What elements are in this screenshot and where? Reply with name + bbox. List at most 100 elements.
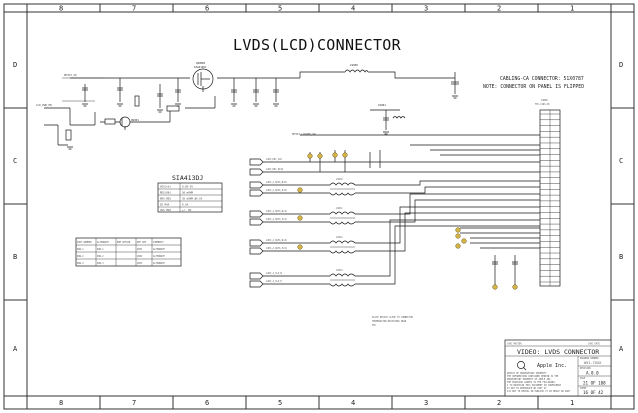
- tb-notice-4: I TO MAINTAIN THIS DOCUMENT IN CONFIDENC…: [507, 384, 562, 387]
- choke-l9x11-label: L9X11: [336, 207, 343, 210]
- zone-right-A: A: [619, 345, 624, 353]
- zone-top-6: 6: [205, 5, 209, 13]
- chip-row-1-val: 30 mOHM: [182, 191, 193, 195]
- chip-row-2-key: MAX.RDS: [160, 197, 171, 201]
- bottom-note-1: TERMINATION RESISTORS NEAR: [372, 320, 407, 323]
- choke-l9x12-label: L9X12: [336, 236, 343, 239]
- label-pp3v3-lcdvdd: PP3V3_LCDVDD_SW: [292, 132, 316, 136]
- alt-r0c0: ROW-1: [77, 248, 84, 251]
- chip-row-2-val: 35 mOHM @4.5V: [182, 197, 203, 201]
- zone-bottom-1: 1: [570, 399, 574, 407]
- zone-top-8: 8: [59, 5, 63, 13]
- inductor-l9x01-label: L9X01: [378, 103, 386, 107]
- note-flip: NOTE: CONNECTOR ON PANEL IS FLIPPED: [483, 84, 584, 90]
- alt-r1c1: ROW-2: [97, 255, 104, 258]
- fet-q9x01: [119, 116, 131, 130]
- zone-left-D: D: [13, 61, 17, 69]
- label-lcd-pwr-en: LCD_PWR_EN: [36, 103, 52, 107]
- zone-top-2: 2: [497, 5, 501, 13]
- net-a-data-n1: LVDS_A_DATA_N<1>: [266, 210, 288, 213]
- alt-r0c3: Q9X1: [137, 248, 143, 251]
- connector-ref: J9000: [541, 99, 548, 102]
- tb-drawing-label: DRAWING NUMBER: [580, 357, 599, 360]
- apple-logo-icon: [517, 361, 527, 371]
- power-switch-section: Q9X00 SIA413DJ Q9X01: [36, 61, 459, 150]
- zone-left-C: C: [13, 157, 17, 165]
- net-a-data-n0: LVDS_A_DATA_N<0>: [266, 181, 288, 184]
- net-a-clk-p: LVDS_A_CLK_P: [266, 280, 282, 283]
- choke-l9x11: [329, 211, 356, 225]
- label-pp3v3-s0: PP3V3_S0: [64, 73, 77, 77]
- alt-r2c1: ROW-3: [97, 262, 104, 265]
- choke-l9x10-label: L9X10: [336, 178, 343, 181]
- zone-right-D: D: [619, 61, 623, 69]
- zone-left-A: A: [13, 345, 18, 353]
- tb-sync-date: SYNC_DATE: [588, 343, 601, 346]
- zone-left-B: B: [13, 253, 17, 261]
- zone-bottom-6: 6: [205, 399, 209, 407]
- alt-r2c3: Q9X3: [137, 262, 143, 265]
- zone-bottom-7: 7: [132, 399, 136, 407]
- connector-pins: [540, 113, 560, 283]
- chip-row-4-val: +/- 8V: [182, 208, 192, 212]
- net-a-data-p2: LVDS_A_DATA_P<2>: [266, 247, 288, 250]
- alt-r2c4: ALTERNATE: [153, 262, 166, 265]
- choke-l9x12: [329, 240, 356, 254]
- resistor-r4: [65, 129, 72, 141]
- connector-label: FPC-LVDS-30: [535, 103, 550, 106]
- tb-notice-5: II NOT TO REPRODUCE OR COPY IT: [507, 387, 547, 390]
- tb-notice-2: PROPRIETARY PROPERTY OF APPLE INC.: [507, 378, 552, 381]
- tb-notice-0: NOTICE OF PROPRIETARY PROPERTY: [507, 372, 547, 375]
- bottom-note-2: FPC: [372, 324, 377, 327]
- zone-right-C: C: [619, 157, 623, 165]
- inductor-l9x01: [392, 116, 406, 119]
- choke-l9x13-label: L9X13: [336, 269, 343, 272]
- tb-company: Apple Inc.: [537, 363, 567, 369]
- inductor-l9x00-label: L9X00: [350, 63, 358, 67]
- zone-top-5: 5: [278, 5, 282, 13]
- chip-row-4-key: VGS MAX: [160, 208, 171, 212]
- alt-header-3: REF DES: [137, 241, 147, 244]
- zone-bottom-3: 3: [424, 399, 428, 407]
- sheet-title: LVDS(LCD)CONNECTOR: [233, 36, 402, 54]
- title-block: SYNC_MASTER SYNC_DATE VIDEO: LVDS CONNEC…: [504, 339, 612, 397]
- zone-bottom-5: 5: [278, 399, 282, 407]
- tb-sync-master: SYNC_MASTER: [507, 343, 522, 346]
- net-ddc-clk: LVDS_DDC_CLK: [266, 158, 282, 161]
- zone-top-1: 1: [570, 5, 574, 13]
- chip-name: SIA413DJ: [172, 174, 203, 182]
- tb-rev-label: REVISION: [580, 367, 591, 370]
- zone-top-4: 4: [351, 5, 355, 13]
- tb-rev-value: A.0.0: [586, 371, 599, 376]
- test-points: [297, 152, 518, 290]
- tb-page-value: 21 OF 108: [583, 381, 606, 386]
- choke-l9x10: [329, 182, 356, 196]
- fet-q9x01-label: Q9X01: [131, 118, 139, 122]
- alt-r1c3: Q9X2: [137, 255, 143, 258]
- lvds-connector-j9000: [539, 109, 561, 287]
- fet-q9x00: [192, 68, 214, 92]
- alt-r0c4: ALTERNATE: [153, 248, 166, 251]
- net-a-data-p1: LVDS_A_DATA_P<1>: [266, 218, 288, 221]
- zone-bottom-4: 4: [351, 399, 355, 407]
- resistor-r3: [134, 95, 140, 107]
- alternate-parts-table: PART NUMBER ALTERNATE BOM OPTION REF DES…: [75, 237, 182, 267]
- alt-r1c4: ALTERNATE: [153, 255, 166, 258]
- net-a-data-n2: LVDS_A_DATA_N<2>: [266, 239, 288, 242]
- alt-r1c0: ROW-2: [77, 255, 84, 258]
- tb-sheet-label: SHEET: [580, 387, 587, 390]
- zone-bottom-2: 2: [497, 399, 501, 407]
- tb-sheet-name: VIDEO: LVDS CONNECTOR: [517, 348, 599, 356]
- chip-row-3-key: ID MAX: [160, 203, 170, 207]
- chip-row-3-val: 6.5A: [182, 203, 189, 207]
- net-a-clk-n: LVDS_A_CLK_N: [266, 272, 282, 275]
- alt-header-4: COMMENTS: [153, 241, 164, 244]
- capacitor-row-1: [82, 81, 459, 121]
- alt-r0c1: ROW-1: [97, 248, 104, 251]
- fet-q9x00-label: Q9X00: [196, 61, 205, 65]
- lvds-signal-section: [262, 134, 540, 285]
- chip-spec-table: VGS(th) 0.8V-2V RDS(ON) 30 mOHM MAX.RDS …: [157, 182, 223, 213]
- bottom-note-0: PLACE DEVICE CLOSE TO CONNECTOR: [372, 316, 414, 319]
- zone-bottom-8: 8: [59, 399, 63, 407]
